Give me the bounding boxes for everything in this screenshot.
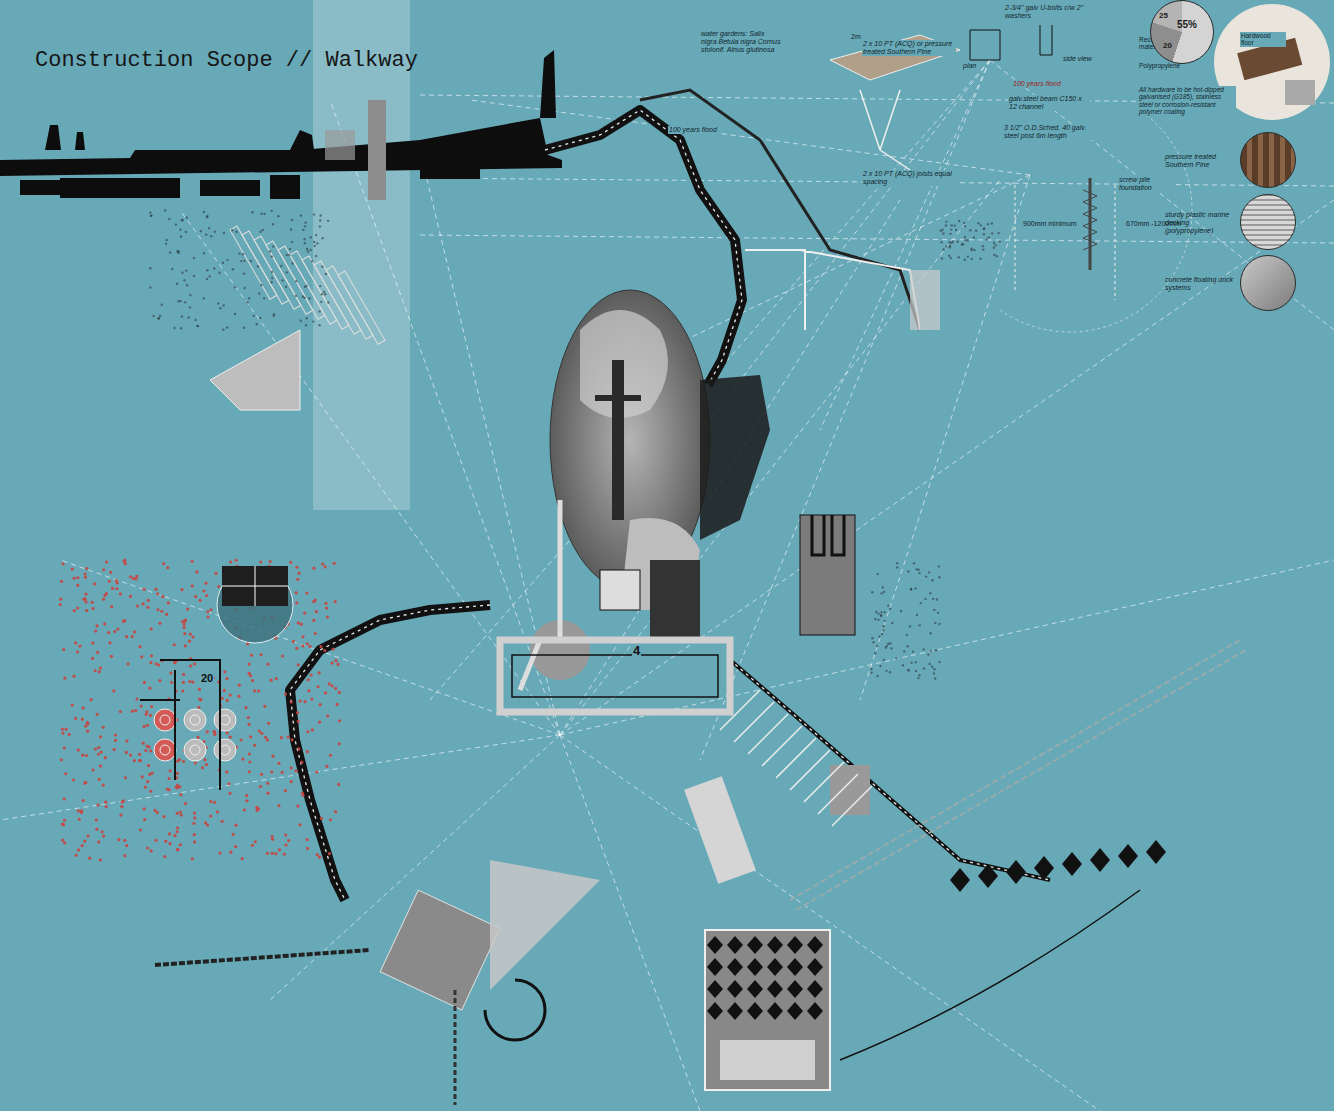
annotation-label: 2 x 10 PT (ACQ) joists equal spacing (862, 170, 956, 186)
tower (368, 100, 386, 200)
annotation-label: 900mm minimum (1022, 220, 1078, 228)
dot-field (59, 209, 1001, 861)
material-label: sturdy plastic marine decking (polypropy… (1165, 211, 1235, 235)
post-sketch (812, 515, 844, 555)
material-swatch: pressure treated Southern Pine (1240, 132, 1296, 188)
construction-lines (0, 60, 1334, 1111)
material-pie: 55% 25 20 (1150, 0, 1214, 64)
material-swatch: concrete floating dock systems (1240, 255, 1296, 311)
detail-sketches (745, 4, 1330, 332)
channel-section (500, 640, 730, 712)
annotation-label: 2m (850, 33, 862, 41)
annotation-label: Hardwood floor (1240, 32, 1286, 47)
page-title: Construction Scope // Walkway (35, 48, 418, 73)
light-band (313, 0, 410, 510)
annotation-label: plan (962, 62, 977, 70)
cylinder-symbols (154, 709, 236, 761)
lens-detail (217, 566, 293, 643)
channel-inner (512, 655, 718, 697)
annotation-label: 3 1/2" O.D.Sched. 40 galv. steel post 6m… (1003, 124, 1101, 140)
figures (325, 130, 355, 160)
deck-sketches (210, 226, 385, 410)
annotation-label: 20 (200, 672, 214, 685)
annotation-label: All hardware to be hot-dipped galvanised… (1138, 86, 1236, 116)
frame-sketch (140, 660, 220, 790)
material-swatch: sturdy plastic marine decking (polypropy… (1240, 194, 1296, 250)
annotation-label: screw pile foundation (1118, 176, 1174, 192)
annotation-label: 4 (632, 644, 641, 659)
annotation-label: 2-3/4" galv U-bolts c/w 2" washers (1004, 4, 1088, 20)
pie-value: 25 (1159, 11, 1168, 20)
annotation-label: side view (1062, 55, 1093, 63)
pie-value: 55% (1177, 19, 1197, 31)
annotation-label: 100 years flood (668, 126, 718, 134)
site-photo-detail (520, 310, 770, 690)
annotation-label: 100 years flood (1012, 80, 1062, 88)
walkway-path (290, 90, 1050, 900)
annotation-label: 2 x 10 PT (ACQ) or pressure treated Sout… (862, 40, 956, 56)
material-label: pressure treated Southern Pine (1165, 153, 1235, 169)
pie-value: 20 (1163, 41, 1172, 50)
annotation-label: galv.steel beam C150 x 12 channel (1008, 95, 1090, 111)
bottom-collage (155, 640, 1246, 1105)
photo-panel (800, 515, 855, 635)
material-label: concrete floating dock systems (1165, 276, 1235, 292)
annotation-label: water gardens: Salix nigra Betula nigra … (700, 30, 782, 54)
